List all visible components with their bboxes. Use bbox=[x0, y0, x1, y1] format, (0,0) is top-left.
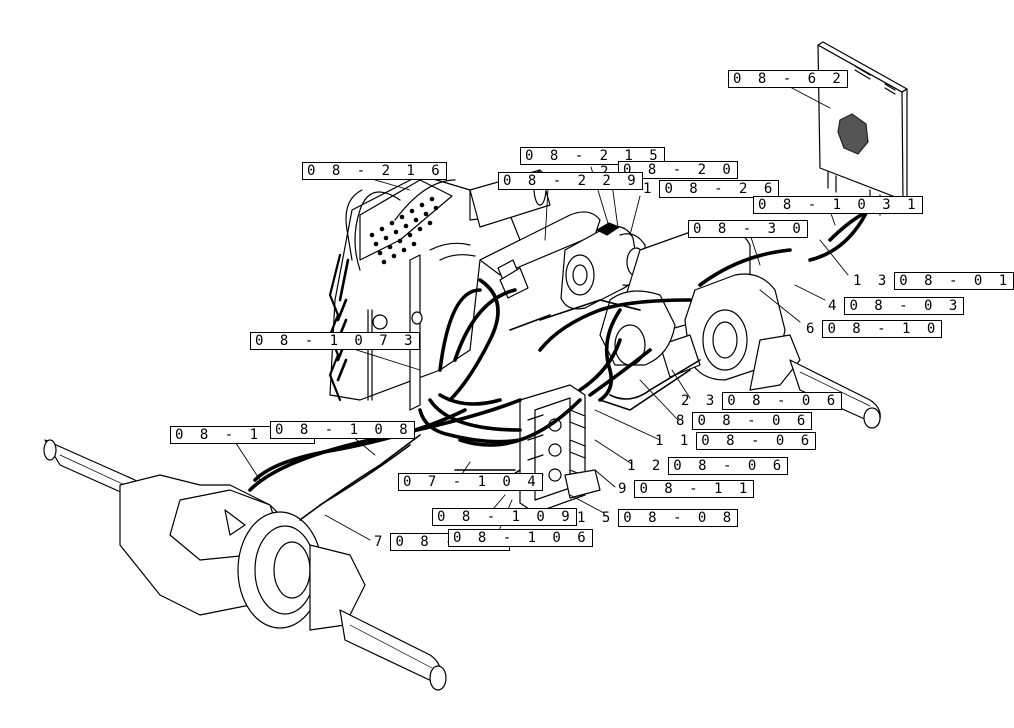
callout-ref-08-62: 0 8 - 6 2 bbox=[728, 70, 848, 88]
callout-ref-08-109: 0 8 - 1 0 9 bbox=[432, 508, 577, 526]
callout-ref-08-20: 0 8 - 2 0 bbox=[618, 161, 738, 179]
callout-ref-08-215: 0 8 - 2 1 5 bbox=[520, 147, 665, 165]
callout-ref-08-106-b: 0 8 - 1 0 6 bbox=[448, 529, 593, 547]
rear-axle bbox=[43, 439, 447, 691]
callout-ref-08-1031: 0 8 - 1 0 3 1 bbox=[753, 196, 923, 214]
oil-cooler bbox=[817, 41, 908, 216]
callout-ref-07-104: 0 7 - 1 0 4 bbox=[398, 473, 543, 491]
callout-ref-08-216: 0 8 - 2 1 6 bbox=[302, 162, 447, 180]
callout-ref-08-1073: 0 8 - 1 0 7 3 bbox=[250, 332, 420, 350]
callout-ref-08-108: 0 8 - 1 0 8 bbox=[270, 421, 415, 439]
callout-ref-08-229: 0 8 - 2 2 9 bbox=[498, 172, 643, 190]
control-valve-block bbox=[519, 384, 601, 514]
callout-ref-08-30: 0 8 - 3 0 bbox=[688, 220, 808, 238]
